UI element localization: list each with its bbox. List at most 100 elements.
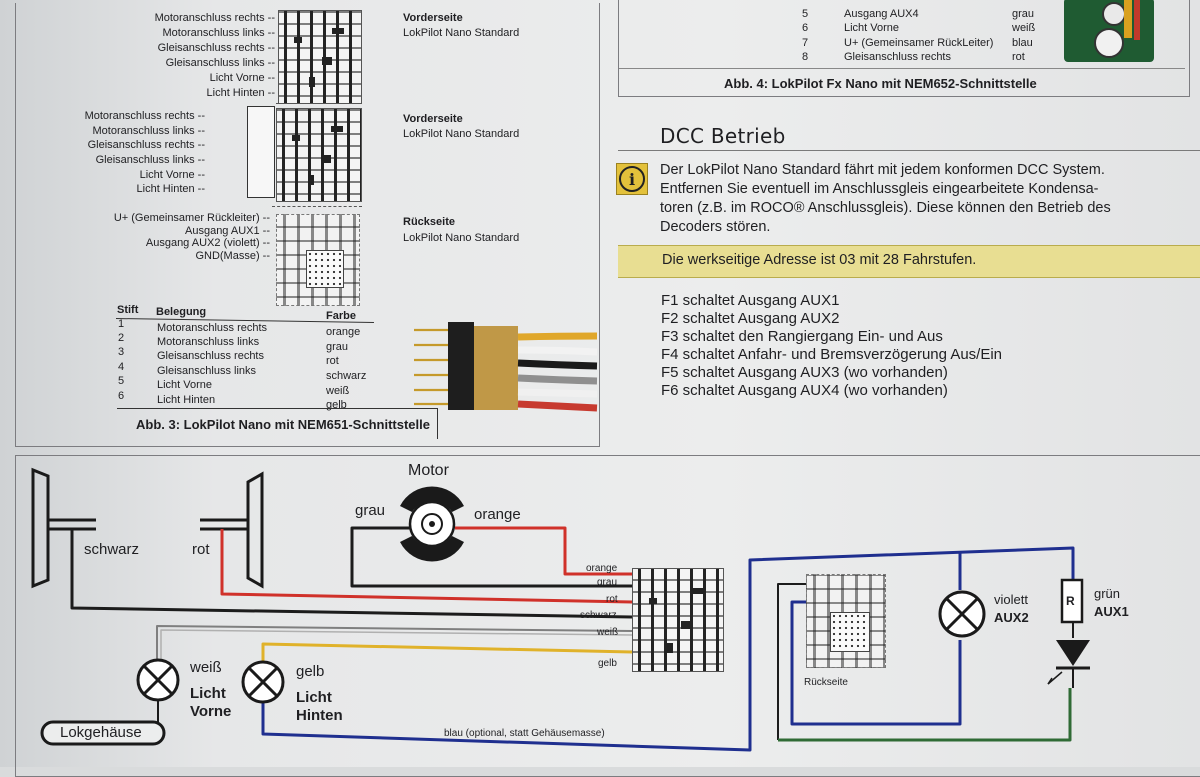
wheel-wire-red-label: rot (192, 541, 210, 558)
wire-schwarz (70, 529, 633, 619)
table-cell: Licht Vorne (157, 379, 213, 391)
paragraph-line: Der LokPilot Nano Standard fährt mit jed… (660, 162, 1105, 178)
table-cell: weiß (1012, 22, 1036, 34)
decoder-front (632, 568, 724, 672)
table-cell: blau (1012, 37, 1033, 49)
section-title: DCC Betrieb (660, 124, 786, 148)
led-icon (1047, 640, 1090, 688)
housing-box (40, 720, 166, 746)
table-header-color: Farbe (326, 310, 356, 322)
table-cell: 8 (802, 51, 809, 63)
label: Motoranschluss links -- (92, 125, 205, 137)
label: Licht Vorne -- (209, 72, 275, 84)
figure-4-photo (1064, 0, 1154, 62)
table-cell: 1 (118, 318, 125, 330)
decoder-front-b (276, 108, 362, 202)
left-wheel (31, 467, 96, 589)
label: Licht Hinten -- (136, 183, 205, 195)
paragraph-line: toren (z.B. im ROCO® Anschlussgleis). Di… (660, 200, 1111, 216)
connector-pin-icon (1102, 2, 1126, 26)
table-cell: 5 (802, 8, 809, 20)
wire-rot (220, 529, 633, 604)
motor-wire-orange-label: orange (474, 506, 521, 523)
lamp-front-label-1: Licht (190, 685, 226, 702)
pin-header-b (247, 106, 275, 198)
wire-u-plus (777, 583, 806, 740)
wire-tag: gelb (598, 658, 617, 669)
figure-4-caption: Abb. 4: LokPilot Fx Nano mit NEM652-Schn… (724, 76, 1037, 91)
wire-icon (1134, 0, 1140, 40)
label: Licht Vorne -- (139, 169, 205, 181)
caption-rule (619, 68, 1185, 69)
aux2-label: AUX2 (994, 610, 1029, 625)
aux1-label: AUX1 (1094, 604, 1129, 619)
aux1-color-label: grün (1094, 586, 1121, 601)
figure-3-caption: Abb. 3: LokPilot Nano mit NEM651-Schnitt… (136, 417, 430, 432)
lamp-rear-color-label: gelb (296, 663, 325, 680)
back-side-label: Rückseite (804, 677, 848, 688)
wire-grau (350, 526, 632, 588)
label: Ausgang AUX1 -- (185, 225, 270, 237)
wire-blau (261, 546, 1075, 752)
figure-3-frame (15, 3, 600, 447)
table-cell: grau (1012, 8, 1035, 20)
wire-tag: orange (586, 563, 618, 574)
label: Motoranschluss rechts -- (154, 12, 275, 24)
info-icon: i (616, 163, 648, 195)
motor-icon (400, 486, 464, 562)
wire-aux1 (778, 688, 1072, 742)
label: Motoranschluss rechts -- (84, 110, 205, 122)
lamp-front-color-label: weiß (190, 659, 222, 676)
side-label-b: Vorderseite (403, 113, 463, 125)
wire-gelb (261, 642, 633, 662)
dcc-paragraph: Der LokPilot Nano Standard fährt mit jed… (660, 161, 1200, 237)
label: Licht Hinten -- (206, 87, 275, 99)
label: Gleisanschluss rechts -- (157, 42, 275, 54)
table-cell: rot (1012, 51, 1025, 63)
label: Motoranschluss links -- (162, 27, 275, 39)
wire-tag: schwarz (580, 610, 617, 621)
list-item: F5 schaltet Ausgang AUX3 (wo vorhanden) (661, 364, 948, 381)
right-wheel (200, 471, 264, 589)
decoder-front-a (278, 10, 362, 104)
motor-label: Motor (408, 462, 449, 479)
model-label-a: LokPilot Nano Standard (403, 27, 520, 39)
list-item: F1 schaltet Ausgang AUX1 (661, 292, 840, 309)
label: Ausgang AUX2 (violett) -- (145, 237, 270, 249)
resistor-icon (1060, 578, 1084, 624)
table-cell: Licht Vorne (844, 22, 900, 34)
table-cell: 2 (118, 332, 125, 344)
table-cell: Ausgang AUX4 (844, 8, 919, 20)
resistor-label: R (1066, 594, 1075, 608)
table-cell: Motoranschluss rechts (157, 322, 268, 334)
wire-tag: weiß (597, 627, 619, 638)
wire-tag: rot (606, 594, 618, 605)
list-item: F2 schaltet Ausgang AUX2 (661, 310, 840, 327)
table-cell: 7 (802, 37, 809, 49)
figure-3-caption-box (117, 408, 438, 439)
address-text: Die werkseitige Adresse ist 03 mit 28 Fa… (662, 252, 977, 268)
aux2-color-label: violett (994, 592, 1028, 607)
blue-wire-note: blau (optional, statt Gehäusemasse) (444, 728, 605, 739)
table-cell: 5 (118, 375, 125, 387)
wire-orange (455, 526, 632, 576)
table-cell: weiß (326, 385, 350, 397)
lamp-front-label-2: Vorne (190, 703, 232, 720)
wire-tag: grau (597, 577, 618, 588)
lamp-rear-icon (241, 660, 285, 704)
list-item: F6 schaltet Ausgang AUX4 (wo vorhanden) (661, 382, 948, 399)
table-cell: 6 (118, 390, 125, 402)
model-label-c: LokPilot Nano Standard (403, 232, 520, 244)
list-item: F3 schaltet den Rangiergang Ein- und Aus (661, 328, 943, 345)
wire-weiss (156, 625, 633, 660)
table-cell: U+ (Gemeinsamer RückLeiter) (844, 37, 994, 49)
address-highlight: Die werkseitige Adresse ist 03 mit 28 Fa… (618, 245, 1200, 278)
table-header-pin: Stift (117, 304, 139, 316)
label: GND(Masse) -- (195, 250, 270, 262)
table-cell: 4 (118, 361, 125, 373)
side-label-a: Vorderseite (403, 12, 463, 24)
table-cell: orange (326, 326, 361, 338)
table-cell: Gleisanschluss links (157, 365, 257, 377)
mcu-chip (830, 612, 870, 652)
